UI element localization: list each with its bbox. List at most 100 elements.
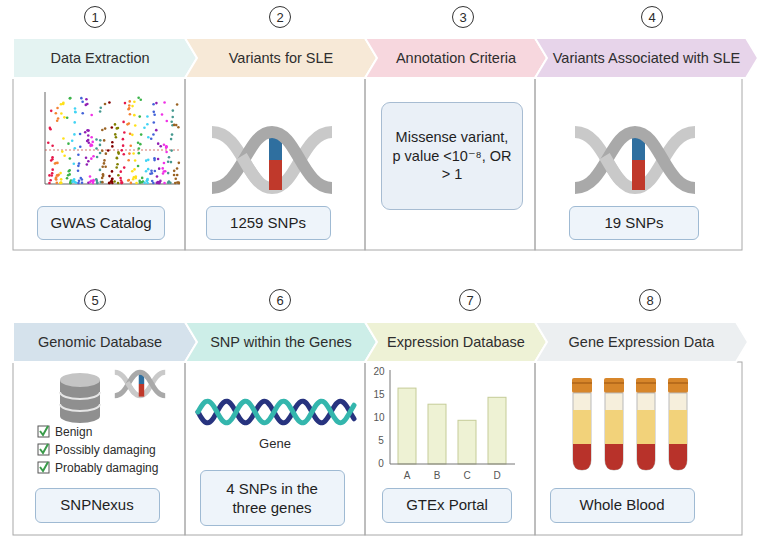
figure-part xyxy=(132,152,135,155)
chevron-outline xyxy=(185,322,377,362)
figure-part xyxy=(130,182,133,185)
figure-part xyxy=(69,97,72,100)
figure-part xyxy=(155,102,158,105)
blood-tube xyxy=(572,378,592,470)
figure-part xyxy=(56,162,59,165)
figure-part xyxy=(90,114,93,117)
figure-part xyxy=(107,149,110,152)
figure-part xyxy=(45,150,180,151)
figure-part xyxy=(156,175,159,178)
figure-part xyxy=(177,126,180,129)
figure-part xyxy=(146,115,149,118)
figure-part xyxy=(156,182,159,185)
figure-part xyxy=(365,78,535,250)
figure-part xyxy=(163,144,166,147)
step-chevron: Genomic Database xyxy=(13,322,197,362)
figure-part xyxy=(103,139,106,142)
figure-part xyxy=(49,179,52,182)
figure-part xyxy=(110,180,113,183)
figure-part xyxy=(128,104,131,107)
step-title: Variants Associated with SLE xyxy=(553,50,741,66)
figure-part xyxy=(81,182,84,185)
figure-part xyxy=(103,159,106,162)
figure-part xyxy=(163,101,166,104)
figure-part xyxy=(56,174,59,177)
figure-part xyxy=(99,107,102,110)
figure-part xyxy=(166,120,169,123)
figure-part xyxy=(170,149,173,152)
figure-part xyxy=(67,142,70,145)
box-text: GTEx Portal xyxy=(406,495,488,515)
figure-part xyxy=(91,141,94,144)
figure-part xyxy=(57,117,60,120)
figure-part xyxy=(38,444,49,455)
figure-part xyxy=(122,121,125,124)
database-icon xyxy=(60,373,100,423)
step-title: Genomic Database xyxy=(38,334,162,350)
figure-part xyxy=(153,159,156,162)
figure-part xyxy=(67,170,70,173)
callout-number: 5 xyxy=(84,289,106,311)
figure-part xyxy=(157,142,160,145)
figure-part xyxy=(50,174,53,177)
step-chevron: Annotation Criteria xyxy=(365,38,547,78)
figure-part xyxy=(152,121,155,124)
figure-part xyxy=(104,127,107,130)
step-title: Data Extraction xyxy=(50,50,149,66)
figure-part xyxy=(56,182,59,185)
figure-part xyxy=(140,133,143,136)
figure-part xyxy=(154,170,157,173)
axis-label: C xyxy=(463,471,470,481)
figure-part xyxy=(131,105,134,108)
result-box: 1259 SNPs xyxy=(206,206,331,240)
figure-part xyxy=(60,103,63,106)
step-title: Gene Expression Data xyxy=(569,334,715,350)
chevron-outline xyxy=(185,38,377,78)
figure-part xyxy=(139,99,142,102)
figure-part xyxy=(95,147,98,150)
callout-number: 6 xyxy=(269,289,291,311)
figure-part xyxy=(121,182,124,185)
figure-part xyxy=(78,179,81,182)
figure-part xyxy=(60,182,63,185)
figure-part xyxy=(171,116,174,119)
figure-part xyxy=(89,175,92,178)
figure-part xyxy=(146,123,149,126)
figure-part xyxy=(40,462,48,471)
figure-part xyxy=(85,98,88,101)
figure-part xyxy=(99,110,102,113)
figure-part xyxy=(171,133,174,136)
figure-part xyxy=(68,169,71,172)
figure-part xyxy=(71,139,74,142)
figure-part xyxy=(103,162,106,165)
figure-part xyxy=(60,181,63,184)
figure-part xyxy=(50,110,53,113)
axis-label: 20 xyxy=(373,367,384,377)
figure-part xyxy=(69,182,72,185)
panel-frames xyxy=(13,78,742,535)
figure-part xyxy=(111,178,114,181)
figure-label: Gene xyxy=(259,437,291,450)
figure-part xyxy=(170,138,173,141)
figure-part xyxy=(74,111,77,114)
figure-label: Benign xyxy=(55,426,92,438)
figure-part xyxy=(67,174,70,177)
figure-part xyxy=(81,100,84,103)
figure-part xyxy=(90,157,93,160)
figure-part xyxy=(122,138,125,141)
result-box: SNPNexus xyxy=(35,488,160,523)
dna-figure xyxy=(212,130,332,190)
figure-part xyxy=(428,404,446,464)
figure-part xyxy=(138,152,141,155)
axis-label: 15 xyxy=(373,390,384,400)
result-box: GTEx Portal xyxy=(382,488,512,523)
figure-part xyxy=(74,147,77,150)
figure-part xyxy=(86,129,89,132)
figure-part xyxy=(111,141,114,144)
figure-part xyxy=(176,103,179,106)
figure-part xyxy=(77,169,80,172)
figure-part xyxy=(111,178,114,181)
step-chevron: SNP within the Genes xyxy=(185,322,377,362)
figure-part xyxy=(92,155,95,158)
figure-part xyxy=(101,149,104,152)
